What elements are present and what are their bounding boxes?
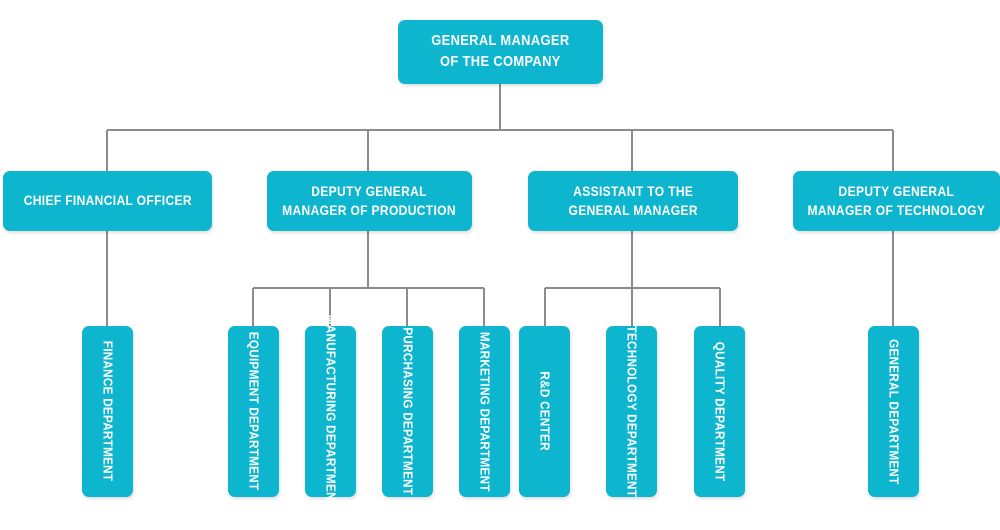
node-finance-department[interactable]: FINANCE DEPARTMENT [82, 326, 133, 497]
node-equipment-department[interactable]: EQUIPMENT DEPARTMENT [228, 326, 279, 497]
node-general-department[interactable]: GENERAL DEPARTMENT [868, 326, 919, 497]
node-equipment-department-label: EQUIPMENT DEPARTMENT [246, 332, 262, 491]
node-technology-department[interactable]: TECHNOLOGY DEPARTMENT [606, 326, 657, 497]
node-finance-department-label: FINANCE DEPARTMENT [100, 341, 116, 482]
node-deputy-gm-technology[interactable]: DEPUTY GENERAL MANAGER OF TECHNOLOGY [793, 171, 1000, 231]
node-assistant-to-general-manager-label: ASSISTANT TO THE GENERAL MANAGER [568, 182, 698, 218]
node-manufacturing-department[interactable]: MANUFACTURING DEPARTMENT [305, 315, 356, 508]
node-quality-department-label: QUALITY DEPARTMENT [712, 341, 728, 482]
node-rnd-center[interactable]: R&D CENTER [519, 326, 570, 497]
node-manufacturing-department-label: MANUFACTURING DEPARTMENT [323, 314, 339, 509]
node-general-department-label: GENERAL DEPARTMENT [886, 338, 902, 485]
node-rnd-center-label: R&D CENTER [537, 371, 553, 452]
node-technology-department-label: TECHNOLOGY DEPARTMENT [624, 325, 640, 498]
node-general-manager-label: GENERAL MANAGER OF THE COMPANY [431, 32, 570, 70]
node-general-manager[interactable]: GENERAL MANAGER OF THE COMPANY [398, 20, 603, 84]
node-deputy-gm-production[interactable]: DEPUTY GENERAL MANAGER OF PRODUCTION [267, 171, 472, 231]
node-chief-financial-officer-label: CHIEF FINANCIAL OFFICER [23, 192, 192, 209]
node-assistant-to-general-manager[interactable]: ASSISTANT TO THE GENERAL MANAGER [528, 171, 738, 231]
node-marketing-department-label: MARKETING DEPARTMENT [477, 331, 493, 492]
node-deputy-gm-production-label: DEPUTY GENERAL MANAGER OF PRODUCTION [282, 182, 457, 218]
node-chief-financial-officer[interactable]: CHIEF FINANCIAL OFFICER [3, 171, 212, 231]
node-purchasing-department[interactable]: PURCHASING DEPARTMENT [382, 326, 433, 497]
node-marketing-department[interactable]: MARKETING DEPARTMENT [459, 326, 510, 497]
node-quality-department[interactable]: QUALITY DEPARTMENT [694, 326, 745, 497]
node-deputy-gm-technology-label: DEPUTY GENERAL MANAGER OF TECHNOLOGY [807, 182, 986, 218]
node-purchasing-department-label: PURCHASING DEPARTMENT [400, 327, 416, 496]
